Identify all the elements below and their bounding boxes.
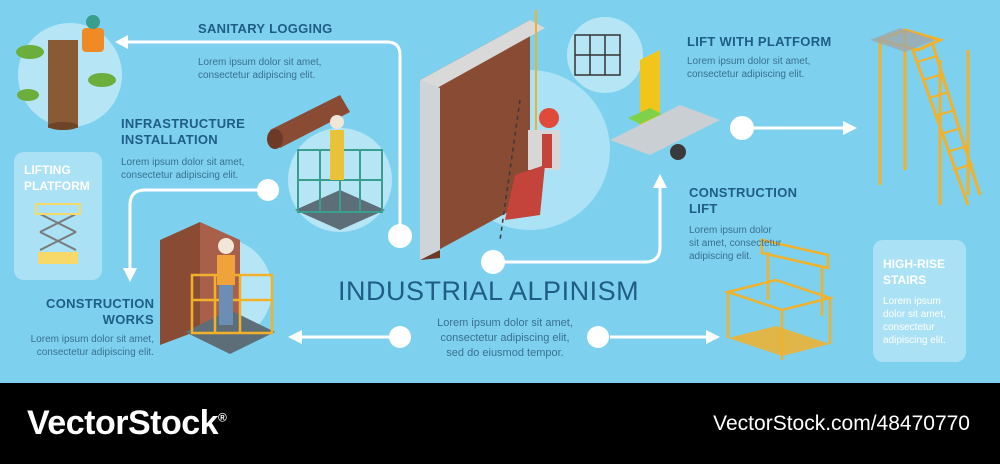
high-rise-stairs-title-line: HIGH-RISE: [883, 257, 946, 271]
infrastructure-illustration: [267, 95, 385, 230]
construction-works-text-line: Lorem ipsum dolor sit amet,: [30, 334, 154, 345]
cherry-picker-illustration: [574, 34, 720, 160]
infrastructure-title: INFRASTRUCTURE INSTALLATION: [121, 116, 245, 148]
infrastructure-title-line: INFRASTRUCTURE: [121, 116, 246, 131]
main-title: INDUSTRIAL ALPINISM: [338, 276, 640, 306]
connector-lines: [125, 40, 845, 339]
infrastructure-text-line: Lorem ipsum dolor sit amet,: [121, 157, 245, 168]
brand-name: VectorStock: [27, 404, 219, 442]
high-rise-stairs-title: HIGH-RISE STAIRS: [883, 256, 945, 288]
tree-illustration: [16, 15, 116, 130]
construction-works-title: CONSTRUCTION WORKS: [46, 296, 154, 328]
brand-logo: VectorStock®: [27, 404, 227, 443]
connector-to-construction: [128, 188, 265, 270]
infrastructure-text-line: consectetur adipiscing elit.: [121, 170, 239, 181]
connector-arrowheads: [115, 35, 857, 344]
high-rise-stairs-title-line: STAIRS: [883, 273, 927, 287]
scissor-lift-illustration: [35, 203, 81, 264]
construction-works-title-line: WORKS: [102, 312, 154, 327]
infrastructure-title-line: INSTALLATION: [121, 132, 218, 147]
construction-lift-title: CONSTRUCTION LIFT: [689, 185, 797, 217]
connector-to-lift: [495, 185, 662, 264]
construction-lift-text-line: adipiscing elit.: [689, 251, 752, 262]
infographic-panel: SANITARY LOGGING Lorem ipsum dolor sit a…: [0, 0, 1000, 383]
sanitary-logging-title: SANITARY LOGGING: [198, 21, 333, 36]
lift-with-platform-text-line: consectetur adipiscing elit.: [687, 69, 805, 80]
construction-illustration: [160, 222, 275, 354]
center-description-line: sed do eiusmod tempor.: [446, 347, 564, 359]
center-description-line: consectetur adipiscing elit,: [440, 332, 570, 344]
construction-lift-title-line: LIFT: [689, 201, 718, 216]
high-rise-stairs-text: Lorem ipsum dolor sit amet, consectetur …: [883, 295, 946, 347]
lift-with-platform-title: LIFT WITH PLATFORM: [687, 34, 832, 49]
construction-works-title-line: CONSTRUCTION: [46, 296, 155, 311]
high-rise-stairs-text-line: dolor sit amet,: [883, 309, 946, 320]
high-rise-stairs-text-line: Lorem ipsum: [883, 296, 941, 307]
center-description-line: Lorem ipsum dolor sit amet,: [437, 317, 573, 329]
lifting-platform-card: [14, 152, 102, 280]
sanitary-logging-text-line: Lorem ipsum dolor sit amet,: [198, 57, 322, 68]
sanitary-logging-text-line: consectetur adipiscing elit.: [198, 70, 316, 81]
construction-lift-text-line: sit amet, consectetur: [689, 238, 782, 249]
lifting-platform-title: LIFTING PLATFORM: [24, 162, 90, 194]
construction-works-text-line: consectetur adipiscing elit.: [36, 347, 154, 358]
infrastructure-text: Lorem ipsum dolor sit amet, consectetur …: [121, 156, 244, 182]
infographic-artwork: [16, 10, 982, 360]
high-rise-stairs-illustration: [870, 28, 982, 206]
construction-works-text: Lorem ipsum dolor sit amet, consectetur …: [14, 333, 154, 359]
high-rise-stairs-text-line: consectetur: [883, 322, 935, 333]
image-credit: VectorStock.com/48470770: [713, 412, 970, 435]
high-rise-stairs-card: [873, 240, 966, 362]
construction-lift-title-line: CONSTRUCTION: [689, 185, 798, 200]
lift-with-platform-text: Lorem ipsum dolor sit amet, consectetur …: [687, 55, 810, 81]
high-rise-stairs-text-line: adipiscing elit.: [883, 335, 946, 346]
center-description: Lorem ipsum dolor sit amet, consectetur …: [410, 316, 600, 361]
connector-nodes: [257, 116, 754, 348]
construction-lift-text-line: Lorem ipsum dolor: [689, 225, 772, 236]
lift-with-platform-text-line: Lorem ipsum dolor sit amet,: [687, 56, 811, 67]
watermark-footer: [0, 383, 1000, 464]
construction-lift-text: Lorem ipsum dolor sit amet, consectetur …: [689, 224, 781, 263]
construction-lift-illustration: [723, 238, 835, 360]
alpinist-wall-illustration: [420, 10, 560, 260]
registered-mark: ®: [218, 410, 227, 425]
lifting-platform-title-line: PLATFORM: [24, 179, 90, 193]
sanitary-logging-text: Lorem ipsum dolor sit amet, consectetur …: [198, 56, 321, 82]
lifting-platform-title-line: LIFTING: [24, 163, 71, 177]
connector-to-logging: [125, 40, 402, 236]
